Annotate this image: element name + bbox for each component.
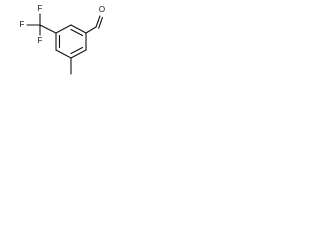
aldehyde-chain-bond	[85, 26, 97, 34]
fluorine-left-label: F	[20, 20, 25, 29]
fluorine-top-label: F	[38, 4, 43, 13]
aldehyde-double-bond-1	[95, 15, 101, 28]
oxygen-label: O	[99, 5, 105, 14]
ring-bond-3	[70, 49, 87, 59]
cf3-carbon-bond	[39, 24, 57, 34]
ring-bond-6	[55, 24, 72, 34]
ring-bond-1	[70, 24, 87, 34]
aromatic-double-bond-top	[70, 28, 84, 37]
fluorine-bottom-label: F	[38, 36, 43, 45]
ring-bond-4	[55, 49, 72, 59]
chemical-structure-diagram: F F F O	[20, 4, 105, 75]
aldehyde-double-bond-2	[98, 17, 103, 29]
aromatic-double-bond-bottom	[70, 46, 84, 55]
